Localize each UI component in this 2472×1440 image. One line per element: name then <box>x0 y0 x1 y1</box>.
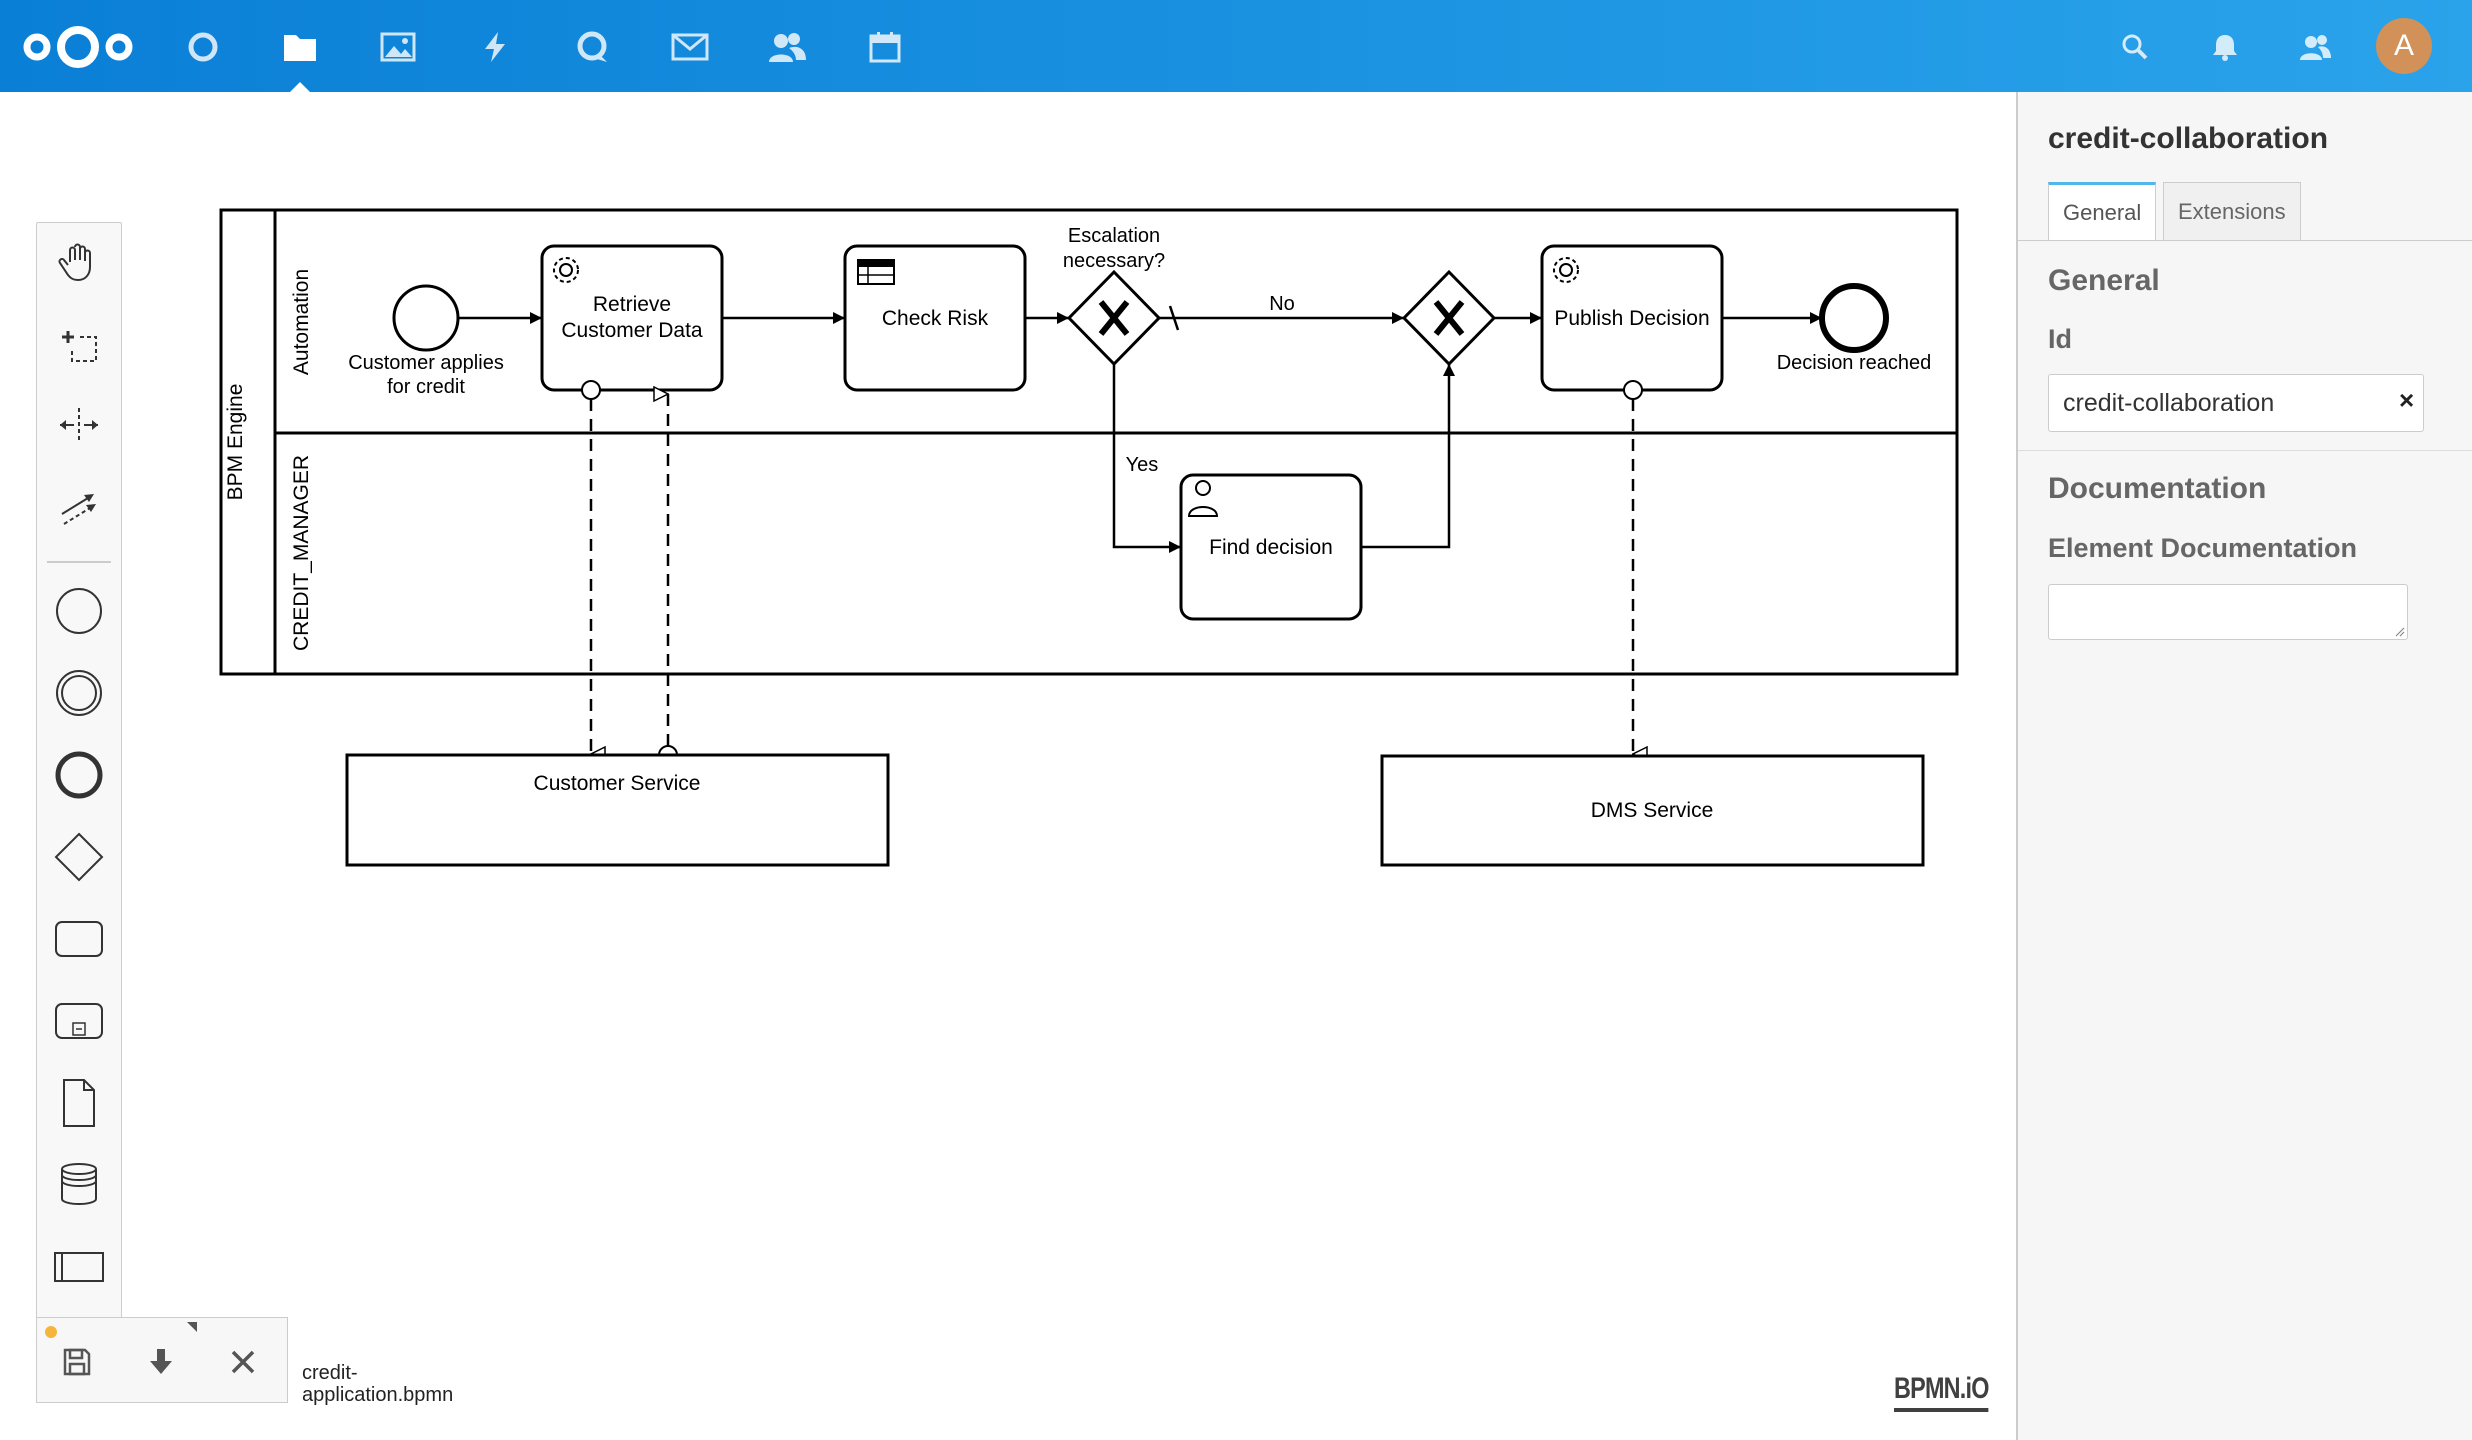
start-event-tool-icon[interactable] <box>47 579 111 643</box>
tab-general[interactable]: General <box>2048 182 2157 241</box>
top-navigation-bar: A <box>0 0 2472 94</box>
task-check-risk[interactable]: Check Risk <box>843 244 1027 392</box>
flow-yes-label: Yes <box>1126 454 1159 476</box>
save-icon[interactable] <box>53 1338 101 1386</box>
id-field-label: Id <box>2048 324 2072 354</box>
unsaved-indicator <box>45 1326 57 1338</box>
lasso-tool-icon[interactable] <box>47 311 111 375</box>
start-event-label-line1: Customer applies <box>348 352 504 374</box>
gateway-tool-icon[interactable] <box>47 825 111 889</box>
global-connect-tool-icon[interactable] <box>47 475 111 539</box>
calendar-icon[interactable] <box>860 22 910 72</box>
pool-bpm-engine[interactable]: BPM Engine <box>219 208 1959 676</box>
end-event-label: Decision reached <box>1777 352 1932 374</box>
sequence-flows[interactable] <box>458 305 1822 553</box>
intermediate-event-tool-icon[interactable] <box>47 661 111 725</box>
lane-credit-manager[interactable]: CREDIT_MANAGER <box>290 455 313 651</box>
contacts-icon[interactable] <box>762 22 812 72</box>
properties-panel: credit-collaboration General Extensions … <box>2016 92 2472 1440</box>
contacts-menu-icon[interactable] <box>2292 24 2338 70</box>
lane-automation[interactable]: Automation <box>275 269 1957 435</box>
task-find-decision[interactable]: Find decision <box>1179 473 1363 621</box>
menu-corner-icon[interactable] <box>187 1322 197 1332</box>
message-start-marker <box>581 380 601 400</box>
start-event-label-line2: for credit <box>387 376 465 398</box>
group-general-title: General <box>2048 264 2160 297</box>
participant-dms-service-label: DMS Service <box>1591 799 1714 822</box>
tab-underline <box>2018 240 2472 241</box>
task-tool-icon[interactable] <box>47 907 111 971</box>
dashboard-icon[interactable] <box>178 22 228 72</box>
search-icon[interactable] <box>2112 24 2158 70</box>
gateway-escalation-label-line2: necessary? <box>1063 250 1165 272</box>
gateway-escalation[interactable] <box>1066 269 1162 367</box>
hand-tool-icon[interactable] <box>47 229 111 293</box>
task-retrieve-label-line2: Customer Data <box>561 319 703 342</box>
element-documentation-textarea[interactable] <box>2048 584 2408 640</box>
data-object-tool-icon[interactable] <box>47 1071 111 1135</box>
end-event[interactable] <box>1819 283 1889 353</box>
data-store-tool-icon[interactable] <box>47 1153 111 1217</box>
id-input[interactable]: credit-collaboration × <box>2048 374 2424 432</box>
tool-palette <box>36 222 122 1394</box>
task-find-label: Find decision <box>1209 536 1333 559</box>
mail-icon[interactable] <box>665 22 715 72</box>
participant-dms-service[interactable]: DMS Service <box>1380 754 1925 867</box>
photos-icon[interactable] <box>373 22 423 72</box>
bpmn-diagram[interactable]: BPM Engine Automation CREDIT_MANAGER Cus… <box>0 92 2016 1440</box>
pool-label: BPM Engine <box>224 384 247 501</box>
bpmn-io-logo[interactable]: BPMN.iO <box>1894 1372 1989 1412</box>
start-event[interactable] <box>392 284 460 352</box>
group-separator <box>2018 450 2472 451</box>
user-avatar[interactable]: A <box>2376 18 2432 74</box>
clear-icon[interactable]: × <box>2399 385 2415 415</box>
task-retrieve-label-line1: Retrieve <box>593 293 671 316</box>
subprocess-tool-icon[interactable] <box>47 989 111 1053</box>
gateway-escalation-label-line1: Escalation <box>1068 225 1160 247</box>
palette-separator <box>47 561 111 563</box>
end-event-tool-icon[interactable] <box>47 743 111 807</box>
task-retrieve-customer-data[interactable]: Retrieve Customer Data <box>540 244 724 400</box>
file-action-bar <box>36 1317 288 1403</box>
pool-tool-icon[interactable] <box>47 1235 111 1299</box>
gateway-join[interactable] <box>1401 269 1497 367</box>
tab-extensions[interactable]: Extensions <box>2163 182 2301 241</box>
resize-handle-icon[interactable] <box>2393 625 2405 637</box>
nextcloud-logo-icon[interactable] <box>20 22 136 72</box>
element-id-title: credit-collaboration <box>2048 122 2329 155</box>
task-publish-decision[interactable]: Publish Decision <box>1540 244 1724 400</box>
task-publish-label: Publish Decision <box>1554 307 1709 330</box>
activity-icon[interactable] <box>470 22 520 72</box>
close-icon[interactable] <box>219 1338 267 1386</box>
user-task-person-icon <box>1187 480 1219 517</box>
service-task-gear-icon <box>1553 257 1579 283</box>
talk-icon[interactable] <box>567 22 617 72</box>
element-documentation-label: Element Documentation <box>2048 533 2358 563</box>
lane-automation-label: Automation <box>290 269 313 375</box>
message-start-marker <box>1623 380 1643 400</box>
participant-customer-service[interactable]: Customer Service <box>345 753 890 867</box>
business-rule-table-icon <box>857 259 895 285</box>
service-task-gear-icon <box>553 257 579 283</box>
notifications-bell-icon[interactable] <box>2202 24 2248 70</box>
message-flows[interactable] <box>589 394 1633 754</box>
file-name-label: credit-application.bpmn <box>302 1362 454 1406</box>
participant-customer-service-label: Customer Service <box>534 772 701 795</box>
id-input-value: credit-collaboration <box>2063 388 2275 417</box>
space-tool-icon[interactable] <box>47 393 111 457</box>
bpmn-canvas[interactable]: BPM Engine Automation CREDIT_MANAGER Cus… <box>0 92 2016 1440</box>
lane-credit-manager-label: CREDIT_MANAGER <box>290 455 313 651</box>
files-icon[interactable] <box>275 22 325 94</box>
download-icon[interactable] <box>137 1338 185 1386</box>
task-check-risk-label: Check Risk <box>882 307 989 330</box>
group-documentation-title: Documentation <box>2048 472 2267 505</box>
flow-no-label: No <box>1269 293 1295 315</box>
